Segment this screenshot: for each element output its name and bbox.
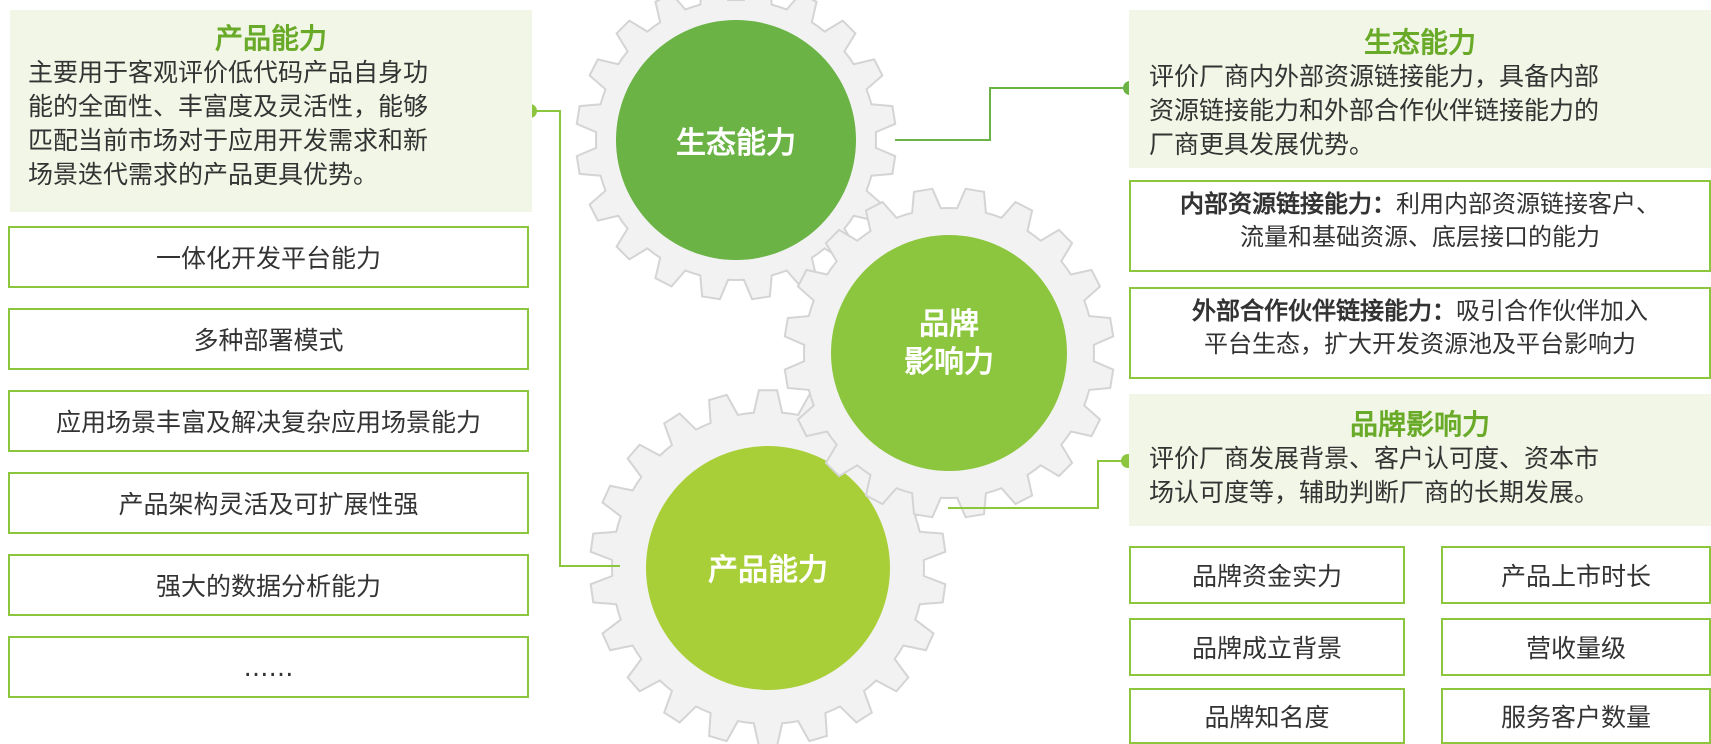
gear-layer — [575, 0, 1115, 744]
gear-label-product: 产品能力 — [708, 553, 828, 588]
description-line: 场景迭代需求的产品更具优势。 — [28, 160, 379, 189]
description-line: 评价厂商内外部资源链接能力，具备内部 — [1149, 62, 1600, 91]
gear-label-brand-line1: 品牌 — [919, 307, 979, 342]
brand-item-funding: 品牌资金实力 — [1129, 546, 1405, 604]
description-line: 评价厂商发展背景、客户认可度、资本市 — [1149, 444, 1600, 473]
gear-bottom-disc — [646, 446, 890, 690]
ecosystem-capability-description: 评价厂商内外部资源链接能力，具备内部 资源链接能力和外部合作伙伴链接能力的 厂商… — [1149, 60, 1709, 162]
product-capability-panel: 产品能力 主要用于客观评价低代码产品自身功 能的全面性、丰富度及灵活性，能够 匹… — [10, 10, 532, 212]
description-line: 厂商更具发展优势。 — [1149, 130, 1375, 159]
external-partner-line1: 外部合作伙伴链接能力：吸引合作伙伴加入 — [1131, 295, 1709, 328]
product-item-more: …… — [8, 636, 529, 698]
brand-influence-description: 评价厂商发展背景、客户认可度、资本市 场认可度等，辅助判断厂商的长期发展。 — [1149, 442, 1709, 510]
description-line: 资源链接能力和外部合作伙伴链接能力的 — [1149, 96, 1600, 125]
internal-resource-label: 内部资源链接能力： — [1180, 190, 1396, 218]
internal-resource-text: 利用内部资源链接客户、 — [1396, 190, 1660, 218]
connector-brand — [948, 460, 1128, 509]
product-capability-title: 产品能力 — [214, 22, 327, 55]
connector-left — [530, 110, 620, 567]
internal-resource-box: 内部资源链接能力：利用内部资源链接客户、 流量和基础资源、底层接口的能力 — [1129, 180, 1711, 272]
description-line: 匹配当前市场对于应用开发需求和新 — [28, 126, 429, 155]
brand-item-awareness: 品牌知名度 — [1129, 688, 1405, 744]
ecosystem-capability-panel: 生态能力 评价厂商内外部资源链接能力，具备内部 资源链接能力和外部合作伙伴链接能… — [1129, 10, 1711, 168]
product-item-application-scenarios: 应用场景丰富及解决复杂应用场景能力 — [8, 390, 529, 452]
connector-ecosystem — [895, 87, 1130, 141]
external-partner-box: 外部合作伙伴链接能力：吸引合作伙伴加入 平台生态，扩大开发资源池及平台影响力 — [1129, 287, 1711, 379]
gear-label-brand-line2: 影响力 — [904, 345, 994, 380]
product-capability-description: 主要用于客观评价低代码产品自身功 能的全面性、丰富度及灵活性，能够 匹配当前市场… — [28, 56, 528, 192]
internal-resource-line2: 流量和基础资源、底层接口的能力 — [1240, 223, 1600, 251]
gear-label-ecosystem: 生态能力 — [676, 126, 796, 161]
external-partner-line2: 平台生态，扩大开发资源池及平台影响力 — [1204, 330, 1636, 358]
brand-item-founding-background: 品牌成立背景 — [1129, 618, 1405, 676]
external-partner-text: 吸引合作伙伴加入 — [1456, 297, 1648, 325]
brand-item-revenue-scale: 营收量级 — [1441, 618, 1711, 676]
internal-resource-line1: 内部资源链接能力：利用内部资源链接客户、 — [1131, 188, 1709, 221]
product-item-deployment-modes: 多种部署模式 — [8, 308, 529, 370]
brand-influence-panel: 品牌影响力 评价厂商发展背景、客户认可度、资本市 场认可度等，辅助判断厂商的长期… — [1129, 394, 1711, 526]
ecosystem-capability-title: 生态能力 — [1363, 26, 1476, 59]
product-item-flexible-architecture: 产品架构灵活及可扩展性强 — [8, 472, 529, 534]
gear-middle-disc — [831, 235, 1067, 471]
external-partner-label: 外部合作伙伴链接能力： — [1192, 297, 1456, 325]
product-item-data-analysis: 强大的数据分析能力 — [8, 554, 529, 616]
brand-item-time-on-market: 产品上市时长 — [1441, 546, 1711, 604]
brand-item-customer-count: 服务客户数量 — [1441, 688, 1711, 744]
description-line: 场认可度等，辅助判断厂商的长期发展。 — [1149, 478, 1600, 507]
description-line: 主要用于客观评价低代码产品自身功 — [28, 58, 429, 87]
gear-top-disc — [616, 20, 856, 260]
product-item-integrated-platform: 一体化开发平台能力 — [8, 226, 529, 288]
description-line: 能的全面性、丰富度及灵活性，能够 — [28, 92, 429, 121]
brand-influence-title: 品牌影响力 — [1349, 408, 1490, 441]
